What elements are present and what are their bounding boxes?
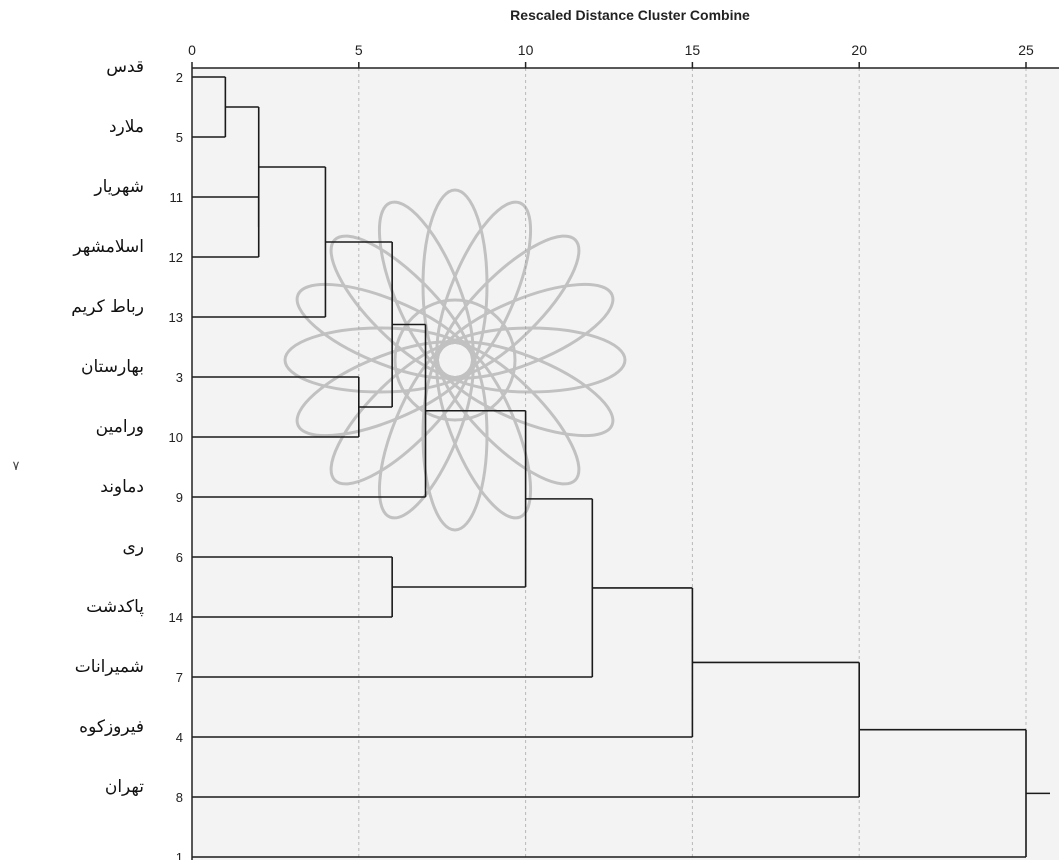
leaf-name-label: رباط کریم [71, 297, 144, 317]
leaf-id-label: 12 [169, 250, 183, 265]
leaf-id-label: 4 [176, 730, 183, 745]
leaf-name-label: اسلامشهر [72, 237, 144, 257]
leaf-id-label: 1 [176, 850, 183, 860]
leaf-name-label: دماوند [100, 477, 144, 497]
page-side-mark: ٧ [13, 459, 20, 474]
leaf-id-label: 13 [169, 310, 183, 325]
x-tick-label: 25 [1018, 42, 1034, 58]
plot-background [192, 68, 1059, 860]
leaf-id-label: 10 [169, 430, 183, 445]
leaf-id-label: 5 [176, 130, 183, 145]
watermark-emblem [283, 188, 627, 532]
leaf-name-label: ری [122, 537, 144, 557]
chart-title: Rescaled Distance Cluster Combine [510, 7, 750, 23]
watermark-core [393, 298, 517, 422]
leaf-id-label: 7 [176, 670, 183, 685]
leaf-id-label: 14 [169, 610, 183, 625]
leaf-name-label: فیروزکوه [79, 717, 144, 737]
leaf-id-label: 8 [176, 790, 183, 805]
x-tick-label: 10 [518, 42, 534, 58]
x-tick-label: 0 [188, 42, 196, 58]
x-tick-label: 5 [355, 42, 363, 58]
watermark-petal [434, 282, 615, 380]
dendrogram-branches [192, 76, 1050, 858]
leaf-id-label: 2 [176, 70, 183, 85]
leaf-name-label: ورامین [96, 417, 144, 437]
leaf-id-label: 11 [170, 190, 184, 205]
leaf-name-label: بهارستان [81, 357, 144, 377]
x-tick-label: 15 [685, 42, 701, 58]
leaf-name-label: تهران [105, 777, 144, 797]
x-tick-label: 20 [851, 42, 867, 58]
x-axis: 0 5 10 15 20 25 [188, 42, 1059, 860]
leaf-name-label: شهریار [93, 177, 144, 197]
leaf-name-label: شمیرانات [75, 657, 144, 677]
leaf-name-label: ملارد [109, 117, 144, 137]
leaf-labels: 2 قدس 5 ملارد 11 شهریار 12 اسلامشهر 13 رباط کریم 3… [71, 57, 183, 860]
leaf-name-label: پاکدشت [86, 597, 144, 617]
leaf-name-label: قدس [106, 57, 144, 77]
leaf-id-label: 9 [176, 490, 183, 505]
leaf-id-label: 6 [176, 550, 183, 565]
leaf-id-label: 3 [176, 370, 183, 385]
